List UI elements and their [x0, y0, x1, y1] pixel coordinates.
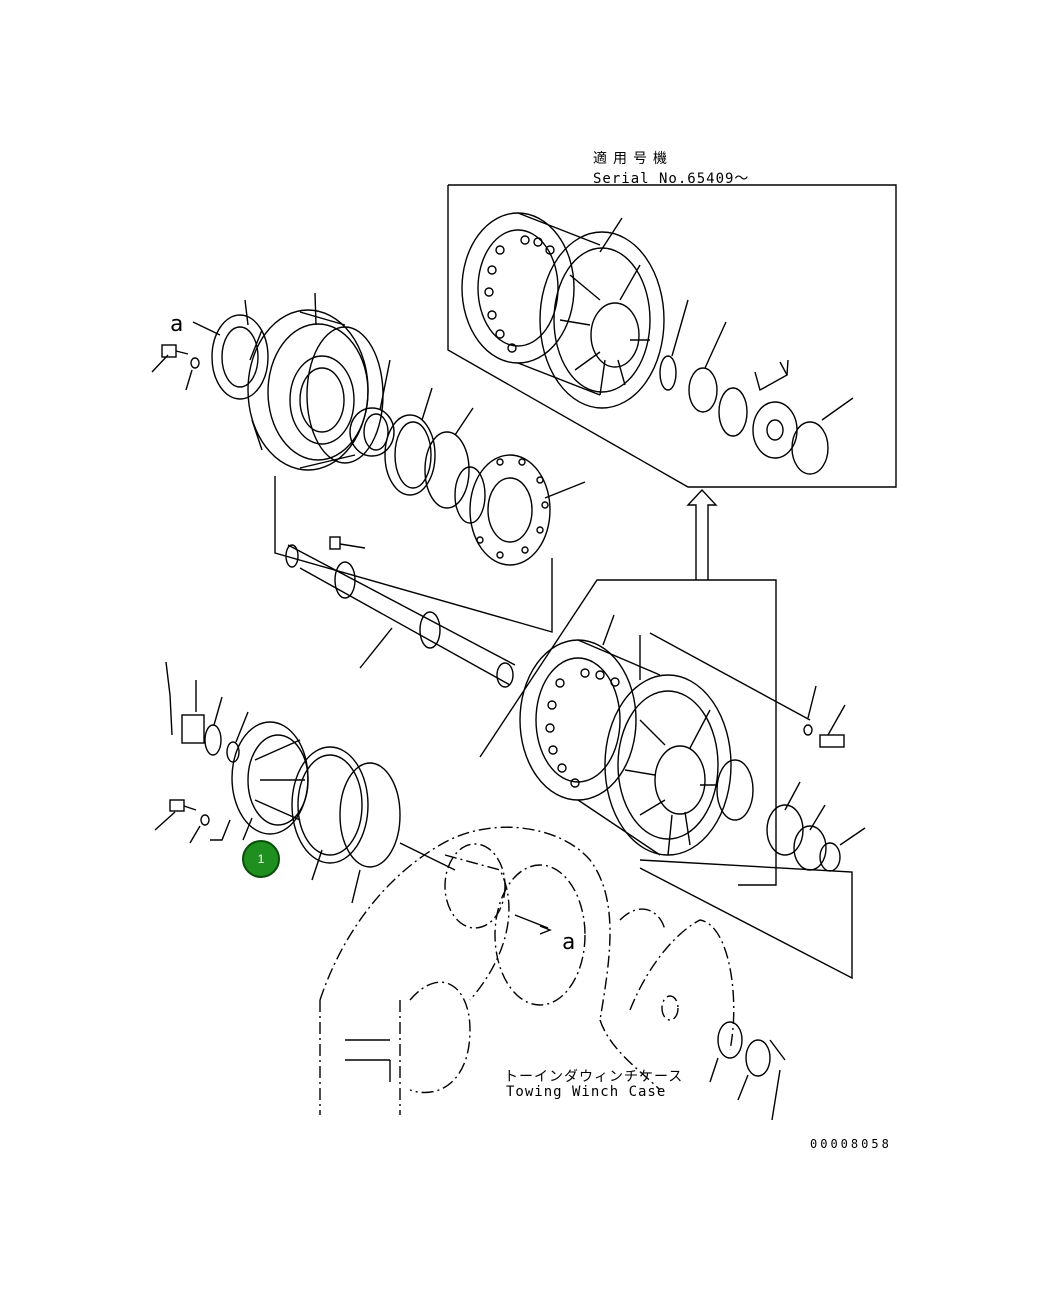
main-drum-small-parts [639, 724, 853, 980]
shaft-assembly [274, 476, 553, 688]
winch-case-label-jp: トーインダウィンチケース [504, 1069, 684, 1085]
serial-number-label: Serial No.65409〜 [593, 171, 750, 187]
inset-small-parts [659, 355, 829, 475]
inset-drum-bolts [484, 235, 555, 353]
applicable-serial-label-jp: 適用号機 [593, 151, 673, 167]
gear-assembly [161, 309, 551, 566]
winch-case-lines [345, 842, 786, 1121]
up-arrow [686, 488, 718, 580]
part-callout-badge[interactable]: 1 [242, 840, 280, 878]
main-drum-leader-lines [602, 614, 866, 846]
gear-leader-lines [151, 292, 586, 499]
inset-drum [461, 212, 665, 409]
winch-case-label: Towing Winch Case [506, 1084, 667, 1100]
hub-bolt-holes [476, 458, 549, 559]
left-cover-leader-lines [154, 661, 361, 904]
left-cover-assembly [169, 694, 401, 868]
main-drum [479, 579, 811, 886]
view-marker-bottom: a [562, 930, 576, 955]
drawing-number: 00008058 [810, 1137, 892, 1151]
inset-frame [447, 184, 897, 488]
inset-leader-lines [599, 217, 854, 421]
main-drum-bolts [545, 668, 620, 788]
view-marker-top: a [170, 312, 184, 337]
winch-case-outline [319, 826, 735, 1115]
